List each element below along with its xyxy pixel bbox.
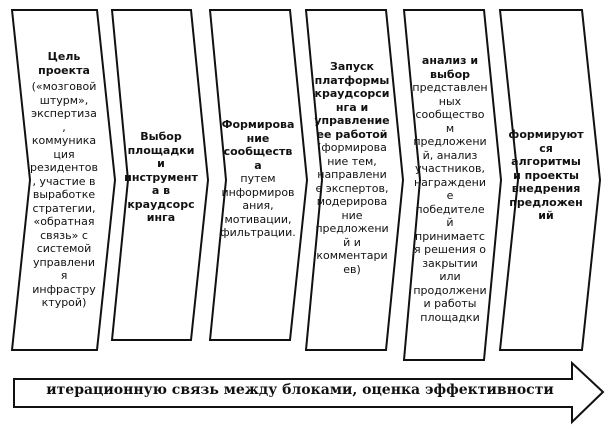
block-5-text: анализ и выбор представленных сообщество… (412, 54, 488, 324)
block-6-shape (498, 9, 602, 351)
block-2-text: Выбор площадки и инструмента в краудсорс… (124, 130, 198, 225)
block-3-text: Формирование сообщества путем информиров… (220, 118, 296, 240)
block-5-shape (402, 9, 503, 361)
block-4-title: Запуск платформы краудсорсинга и управле… (314, 60, 390, 141)
block-2-shape (110, 9, 210, 341)
block-4-text: Запуск платформы краудсорсинга и управле… (314, 60, 390, 276)
block-6-text: формируются алгоритмы и проекты внедрени… (508, 128, 584, 223)
block-6-title: формируются алгоритмы и проекты внедрени… (508, 128, 584, 222)
block-4-body: (формирование тем, направление экспертов… (315, 141, 389, 276)
iteration-arrow-shape (13, 360, 605, 425)
block-1-shape (10, 9, 117, 351)
block-1-text: Цель проекта («мозговой штурм», эксперти… (30, 50, 98, 310)
block-5-body: представленных сообществом предложений, … (412, 81, 488, 324)
iteration-arrow-label: итерационную связь между блоками, оценка… (46, 382, 554, 398)
block-2-title: Выбор площадки и инструмента в краудсорс… (124, 130, 198, 224)
block-1-body: («мозговой штурм», экспертиза, коммуника… (30, 80, 98, 309)
block-1-title: Цель проекта (38, 50, 90, 77)
block-3-title: Формирование сообщества (221, 118, 295, 172)
block-5-title: анализ и выбор (421, 54, 479, 81)
block-3-body: путем информирования, мотивации, фильтра… (220, 172, 296, 239)
block-4-shape (304, 9, 405, 351)
block-3-shape (208, 9, 309, 341)
